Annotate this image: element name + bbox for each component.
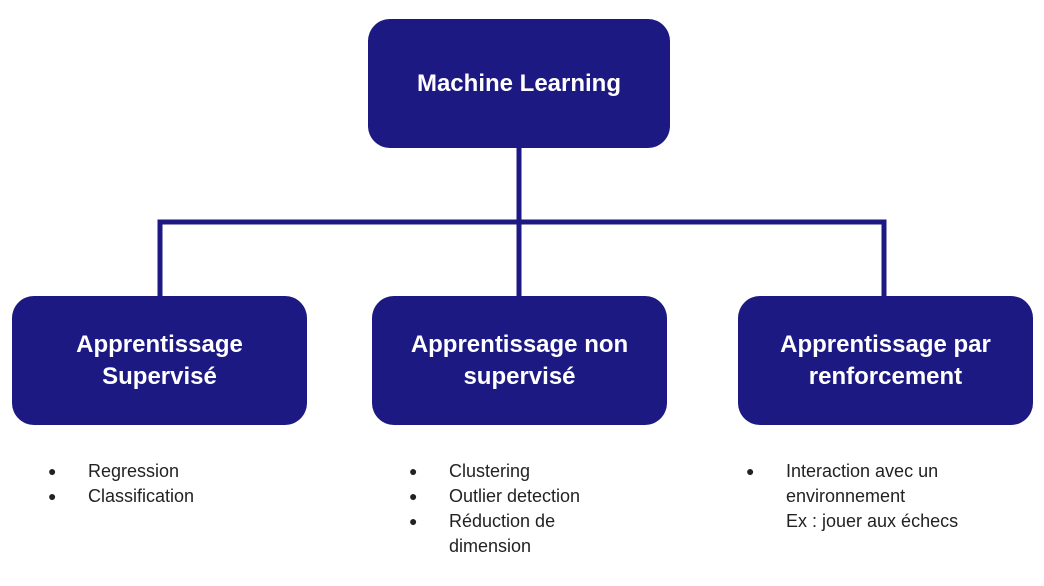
list-item: Classification xyxy=(48,484,328,509)
node-reinforcement-learning-label: Apprentissage par renforcement xyxy=(780,329,991,393)
node-unsupervised-learning-label: Apprentissage non supervisé xyxy=(411,329,628,393)
node-supervised-learning-label: Apprentissage Supervisé xyxy=(76,329,243,393)
node-unsupervised-learning: Apprentissage non supervisé xyxy=(372,296,667,425)
node-reinforcement-learning: Apprentissage par renforcement xyxy=(738,296,1033,425)
list-item-note: Ex : jouer aux échecs xyxy=(786,511,959,531)
list-item: Clustering xyxy=(409,459,649,484)
node-machine-learning-label: Machine Learning xyxy=(416,69,622,97)
node-label-line: supervisé xyxy=(463,362,576,390)
node-label-line: Apprentissage non xyxy=(410,330,629,358)
node-label-line: Apprentissage xyxy=(76,330,243,358)
node-machine-learning: Machine Learning xyxy=(368,19,670,148)
unsupervised-examples-list: Clustering Outlier detection Réduction d… xyxy=(409,459,649,559)
list-item: Regression xyxy=(48,459,328,484)
list-item-text: Interaction avec un environnement xyxy=(786,461,939,506)
list-item: Réduction de dimension xyxy=(409,509,599,559)
supervised-examples-list: Regression Classification xyxy=(48,459,328,509)
node-label-line: Apprentissage par xyxy=(780,330,991,358)
node-label-line: renforcement xyxy=(808,362,963,390)
node-supervised-learning: Apprentissage Supervisé xyxy=(12,296,307,425)
reinforcement-examples-list: Interaction avec un environnement Ex : j… xyxy=(746,459,1016,534)
node-label-line: Supervisé xyxy=(102,362,217,390)
list-item: Interaction avec un environnement Ex : j… xyxy=(746,459,986,534)
list-item: Outlier detection xyxy=(409,484,649,509)
